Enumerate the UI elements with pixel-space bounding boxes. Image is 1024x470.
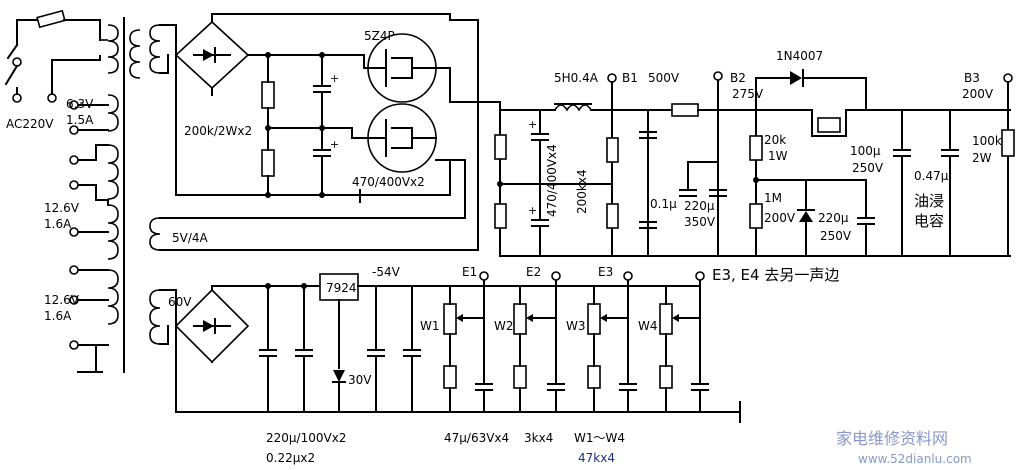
res-1m-v: 200V (764, 211, 796, 225)
res-100k-w: 2W (972, 151, 992, 165)
resistor-bank-left (494, 134, 619, 229)
cap-bank-left: + + (528, 109, 657, 257)
cap-47-63-label: 47µ/63Vx4 (444, 431, 509, 445)
ac-input-section: AC220V (4, 9, 101, 131)
e1-label: E1 (462, 265, 477, 279)
heater-current-label: 1.5A (66, 113, 94, 127)
b-plus-filter: + + 470/400Vx4 200kx4 5H0.4A B1 500V 0.1… (494, 49, 1015, 257)
zener-diode (797, 179, 815, 257)
bias-pot-w3 (587, 271, 637, 413)
pots-label: W1～W4 (574, 431, 625, 445)
node-b2-label: B2 (730, 71, 746, 85)
bias-winding-label: 60V (168, 295, 192, 309)
divider-label: 200k/2Wx2 (184, 124, 252, 138)
res-3k-label: 3kx4 (524, 431, 553, 445)
e34-note: E3, E4 去另一声边 (712, 266, 839, 284)
bias-pot-w4 (659, 271, 709, 413)
diode-1n4007 (755, 69, 867, 111)
node-b3-label: B3 (964, 71, 980, 85)
pots-value-label: 47kx4 (578, 451, 615, 465)
watermark-cn: 家电维修资料网 (836, 429, 948, 448)
res-20k-w: 1W (768, 149, 788, 163)
resistors-bank-label: 200kx4 (575, 169, 589, 214)
oil-cap-label-1: 油浸 (914, 192, 944, 210)
zener-label: 30V (348, 373, 372, 387)
diode-label: 1N4007 (776, 49, 823, 63)
winding-a-voltage-label: 12.6V (44, 201, 80, 215)
w1-label: W1 (420, 319, 440, 333)
oil-cap-label-2: 电容 (914, 212, 944, 230)
winding-b-voltage-label: 12.6V (44, 293, 80, 307)
mains-transformer: 6.3V 1.5A 12.6V 1.6A 12.6V 1.6A (44, 17, 141, 373)
bias-voltage-label: -54V (372, 265, 401, 279)
res-100k-label: 100k (972, 134, 1002, 148)
cap-022-label: 0.22µx2 (266, 451, 315, 465)
winding-a-current-label: 1.6A (44, 217, 72, 231)
cap-220-250-a: 220µ (818, 211, 849, 225)
watermark-url: www.52dianlu.com (858, 452, 972, 466)
w2-label: W2 (494, 319, 514, 333)
bias-pot-w1 (443, 271, 493, 413)
bridge-rectifier-hv (174, 20, 250, 90)
heater-voltage-label: 6.3V (66, 97, 94, 111)
w3-label: W3 (566, 319, 586, 333)
cap-220-350-b: 350V (684, 215, 716, 229)
cap-047-label: 0.47µ (914, 169, 949, 183)
res-1m-label: 1M (764, 191, 782, 205)
regulator-label: 7924 (326, 281, 357, 295)
filter-capacitors-hv: + + (313, 52, 339, 198)
cap-100-b: 250V (852, 161, 884, 175)
svg-text:+: + (528, 204, 537, 217)
bias-pot-w2 (513, 271, 565, 413)
rectifier-tube-5z4p (351, 33, 501, 173)
svg-text:+: + (528, 118, 537, 131)
e3-label: E3 (598, 265, 613, 279)
rectifier-heater-label: 5V/4A (172, 231, 209, 245)
caps-bank-label: 470/400Vx4 (545, 144, 559, 217)
tube-label: 5Z4P (364, 29, 395, 43)
bias-supply: 60V 7924 30V -54V (149, 265, 839, 465)
cap-01-label: 0.1µ (650, 197, 677, 211)
secondary-terminals (69, 100, 79, 350)
cap-220-350-a: 220µ (684, 199, 715, 213)
res-20k-label: 20k (764, 133, 786, 147)
cap-220-250-b: 250V (820, 229, 852, 243)
cap-220-100-label: 220µ/100Vx2 (266, 431, 346, 445)
node-b1-voltage: 500V (648, 71, 680, 85)
hv-rectifier-section: + + 200k/2Wx2 5Z4P 470/400Vx2 5V/4A (149, 13, 501, 251)
svg-text:+: + (330, 72, 339, 85)
choke-label: 5H0.4A (554, 71, 599, 85)
w4-label: W4 (638, 319, 658, 333)
svg-text:+: + (330, 138, 339, 151)
mosfet-regulator (799, 109, 1011, 137)
filter-caps-label: 470/400Vx2 (352, 175, 425, 189)
node-b1-label: B1 (622, 71, 638, 85)
e2-label: E2 (526, 265, 541, 279)
ac-input-label: AC220V (6, 117, 54, 131)
divider-resistors (261, 52, 275, 198)
node-b2-voltage: 275V (732, 87, 764, 101)
cap-100-a: 100µ (850, 144, 881, 158)
node-b3-voltage: 200V (962, 87, 994, 101)
winding-b-current-label: 1.6A (44, 309, 72, 323)
